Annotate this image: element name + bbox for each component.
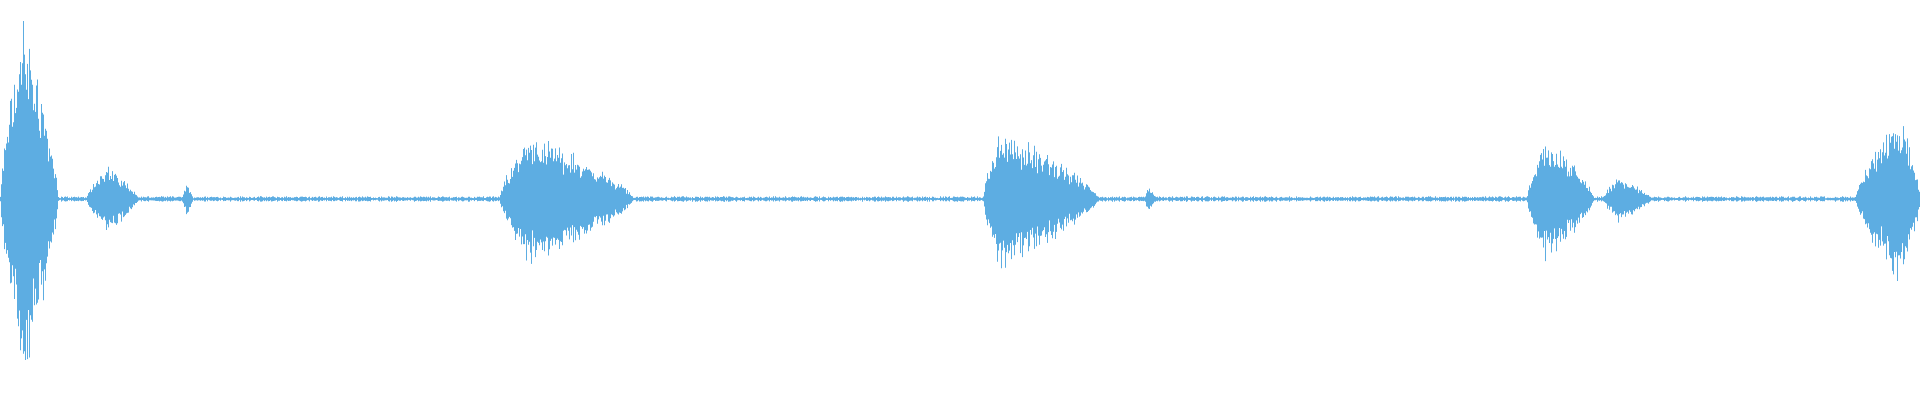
waveform-burst-1 [0, 21, 58, 360]
waveform-burst-4 [1527, 146, 1594, 262]
waveform-burst-5 [1855, 126, 1920, 281]
waveform-click-2 [1145, 188, 1156, 209]
waveform-layer [0, 21, 1920, 360]
waveform-tail-4 [1604, 179, 1652, 223]
waveform-click-1 [183, 185, 193, 215]
waveform-noise-floor [58, 196, 1855, 202]
waveform-burst-3 [984, 136, 1099, 269]
waveform-tail-1 [87, 166, 139, 230]
waveform-burst-2 [500, 141, 634, 264]
